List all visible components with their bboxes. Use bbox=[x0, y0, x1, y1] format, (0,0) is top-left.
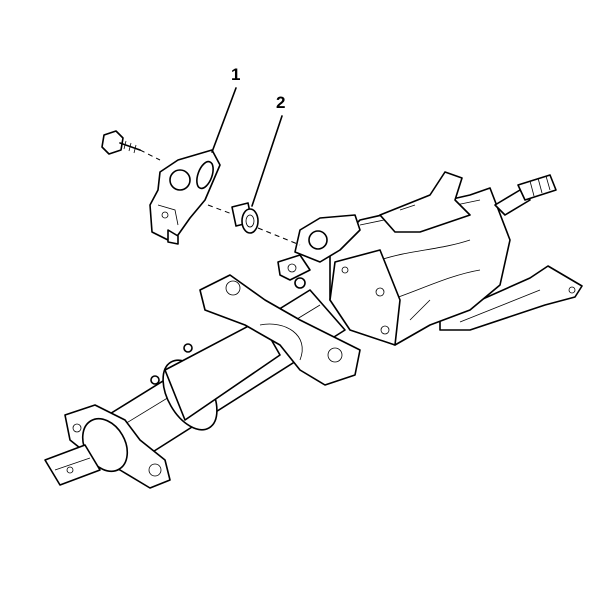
bushing bbox=[231, 202, 259, 234]
upper-column-housing bbox=[329, 187, 511, 346]
bolt bbox=[101, 130, 141, 155]
tilt-pivot-assembly bbox=[277, 214, 361, 281]
column-clamp-bracket bbox=[199, 274, 361, 386]
jacket-studs bbox=[150, 277, 306, 385]
lock-housing bbox=[379, 171, 471, 233]
callout-1-leader bbox=[211, 87, 237, 153]
upper-steering-shaft bbox=[494, 174, 557, 216]
callout-number-2: 2 bbox=[276, 93, 286, 112]
tilt-lever-bracket bbox=[149, 149, 221, 245]
explode-lines bbox=[139, 149, 301, 246]
lower-mounting-bracket bbox=[439, 265, 583, 331]
lower-shaft-end bbox=[44, 444, 101, 486]
callout-number-1: 1 bbox=[231, 65, 241, 84]
callout-2-leader bbox=[251, 115, 283, 207]
